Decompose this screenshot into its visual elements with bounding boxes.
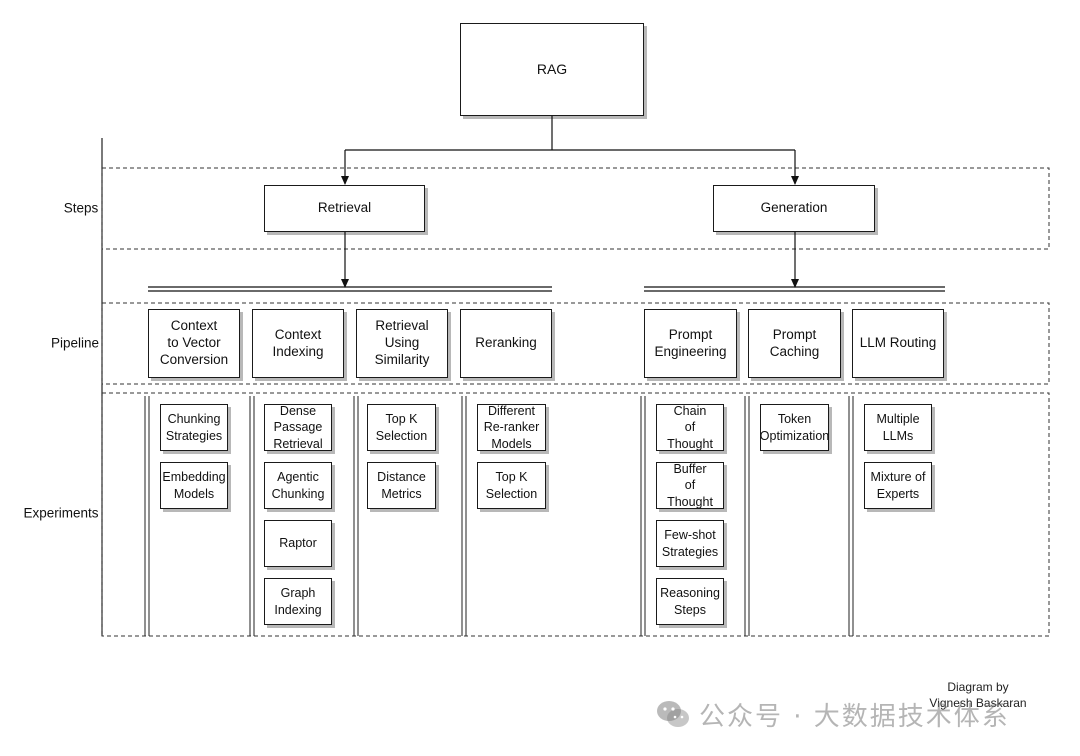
pipeline-prompt-engineering-node: Prompt Engineering xyxy=(644,309,737,378)
pipeline-retrieval-similarity-node: Retrieval Using Similarity xyxy=(356,309,448,378)
experiment-few-shot-strategies: Few-shot Strategies xyxy=(656,520,724,567)
rag-connectors xyxy=(341,116,799,288)
experiment-dense-passage-retrieval: Dense Passage Retrieval xyxy=(264,404,332,451)
generation-step-node: Generation xyxy=(713,185,875,232)
retrieval-step-node: Retrieval xyxy=(264,185,425,232)
pipeline-context-indexing-node: Context Indexing xyxy=(252,309,344,378)
experiment-chain-of-thought: Chain of Thought xyxy=(656,404,724,451)
fork-bars xyxy=(148,286,945,292)
experiment-multiple-llms: Multiple LLMs xyxy=(864,404,932,451)
lane-label-experiments: Experiments xyxy=(23,505,99,521)
experiment-token-optimization: Token Optimization xyxy=(760,404,829,451)
experiment-top-k-selection-retrieval: Top K Selection xyxy=(367,404,436,451)
pipeline-llm-routing-node: LLM Routing xyxy=(852,309,944,378)
rag-node: RAG xyxy=(460,23,644,116)
experiment-raptor: Raptor xyxy=(264,520,332,567)
watermark-text: 公众号 · 大数据技术体系 xyxy=(699,701,1010,732)
experiment-distance-metrics: Distance Metrics xyxy=(367,462,436,509)
experiment-agentic-chunking: Agentic Chunking xyxy=(264,462,332,509)
experiment-reasoning-steps: Reasoning Steps xyxy=(656,578,724,625)
pipeline-reranking-node: Reranking xyxy=(460,309,552,378)
lane-label-steps: Steps xyxy=(63,200,99,216)
wechat-icon xyxy=(657,701,689,727)
diagram-credit: Diagram by Vignesh Baskaran xyxy=(929,680,1027,710)
pipeline-prompt-caching-node: Prompt Caching xyxy=(748,309,841,378)
column-dividers xyxy=(144,396,854,636)
experiment-mixture-of-experts: Mixture of Experts xyxy=(864,462,932,509)
experiment-buffer-of-thought: Buffer of Thought xyxy=(656,462,724,509)
lane-borders xyxy=(101,167,1050,637)
pipeline-context-to-vector-node: Context to Vector Conversion xyxy=(148,309,240,378)
lane-label-pipeline: Pipeline xyxy=(50,335,100,351)
experiment-embedding-models: Embedding Models xyxy=(160,462,228,509)
experiment-different-reranker-models: Different Re-ranker Models xyxy=(477,404,546,451)
experiment-chunking-strategies: Chunking Strategies xyxy=(160,404,228,451)
experiment-graph-indexing: Graph Indexing xyxy=(264,578,332,625)
experiment-top-k-selection-reranking: Top K Selection xyxy=(477,462,546,509)
watermark: 公众号 · 大数据技术体系 xyxy=(655,694,1010,734)
